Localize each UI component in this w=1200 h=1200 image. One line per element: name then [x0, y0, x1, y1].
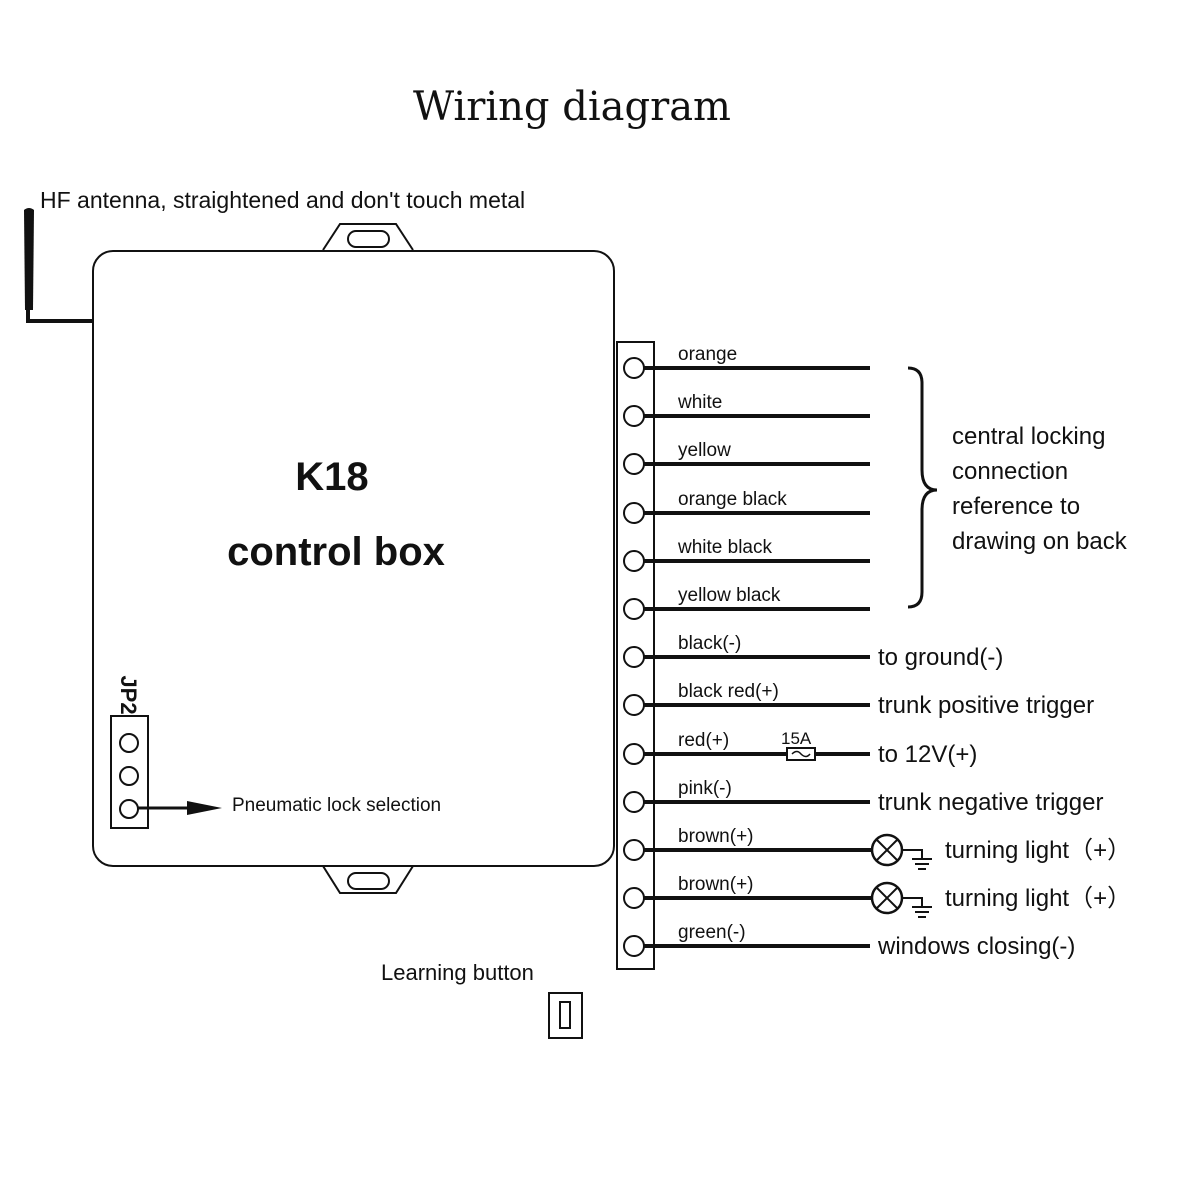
wire-row: yellow [623, 440, 870, 475]
wire-row: red(+) 15A to 12V(+) [623, 729, 977, 768]
central-locking-note-line: connection [952, 458, 1068, 485]
terminal-pin [623, 743, 645, 765]
wire-row: pink(-) trunk negative trigger [623, 778, 1103, 816]
learning-button[interactable] [548, 992, 583, 1039]
jp2-pointer-arrow-icon [137, 801, 222, 815]
jp2-pins [119, 733, 139, 819]
wire-row: orange [623, 344, 870, 379]
lamp-icon [870, 833, 904, 867]
diagram-title: Wiring diagram [413, 84, 731, 130]
learning-button-label: Learning button [381, 960, 534, 985]
ground-icon [902, 897, 932, 918]
wire-destination: to 12V(+) [878, 741, 977, 768]
wire-row: orange black [623, 489, 870, 524]
wire-color-label: white [677, 392, 722, 413]
wire-color-label: orange black [678, 489, 787, 510]
wire-destination: windows closing(-) [877, 933, 1075, 960]
wire-color-label: brown(+) [678, 826, 754, 847]
central-locking-bracket [907, 366, 938, 609]
terminal-pin [623, 646, 645, 668]
jp2-pin [119, 766, 139, 786]
wire-destination: trunk positive trigger [878, 692, 1094, 719]
wire-row: black red(+) trunk positive trigger [623, 681, 1094, 719]
wire-color-label: black(-) [678, 633, 741, 654]
jp2-pin [119, 799, 139, 819]
terminal-pin [623, 550, 645, 572]
wire-row: white [623, 392, 870, 427]
wire-destination: trunk negative trigger [878, 789, 1103, 816]
terminal-pin [623, 453, 645, 475]
wire-color-label: orange [678, 344, 737, 365]
terminal-pin [623, 839, 645, 861]
wire-color-label: green(-) [678, 922, 746, 943]
wire-row: brown(+) turning light（+） [623, 874, 1131, 918]
central-locking-note-line: drawing on back [952, 528, 1128, 555]
antenna-label: HF antenna, straightened and don't touch… [40, 187, 525, 213]
control-box-model: K18 [295, 455, 368, 499]
terminal-pin [623, 357, 645, 379]
terminal-pin [623, 502, 645, 524]
wire-row: white black [623, 537, 870, 572]
antenna-icon [24, 208, 93, 323]
lamp-icon [870, 881, 904, 915]
wire-layer: orange white yellow orange black white black… [623, 344, 1131, 960]
top-mounting-tab [322, 223, 414, 251]
control-box [92, 250, 615, 867]
wire-destination: to ground(-) [878, 644, 1003, 671]
wire-color-label: yellow [678, 440, 731, 461]
terminal-pin [623, 405, 645, 427]
wire-color-label: yellow black [678, 585, 781, 606]
wire-color-label: pink(-) [678, 778, 732, 799]
fuse-element [791, 750, 811, 758]
control-box-name: control box [227, 530, 445, 574]
terminal-pin [623, 935, 645, 957]
terminal-pin [623, 598, 645, 620]
ground-icon [902, 849, 932, 870]
jp2-pin [119, 733, 139, 753]
wire-color-label: red(+) [678, 730, 729, 751]
central-locking-note-line: reference to [952, 493, 1080, 520]
terminal-pin [623, 887, 645, 909]
central-locking-note-line: central locking [952, 423, 1105, 450]
terminal-pin [623, 694, 645, 716]
wire-row: green(-) windows closing(-) [623, 922, 1075, 960]
wire-row: black(-) to ground(-) [623, 633, 1003, 671]
wire-row: yellow black [623, 585, 870, 620]
wire-color-label: white black [677, 537, 772, 558]
bottom-mounting-tab [322, 865, 414, 894]
jp2-pointer-label: Pneumatic lock selection [232, 795, 441, 816]
wire-destination: turning light（+） [945, 885, 1131, 912]
jp2-label: JP2 [116, 675, 141, 714]
wire-color-label: black red(+) [678, 681, 779, 702]
wire-destination: turning light（+） [945, 837, 1131, 864]
fuse-label: 15A [781, 729, 812, 748]
terminal-pin [623, 791, 645, 813]
wire-row: brown(+) turning light（+） [623, 826, 1131, 870]
wire-color-label: brown(+) [678, 874, 754, 895]
central-locking-note: central locking connection reference to dra… [952, 423, 1128, 555]
